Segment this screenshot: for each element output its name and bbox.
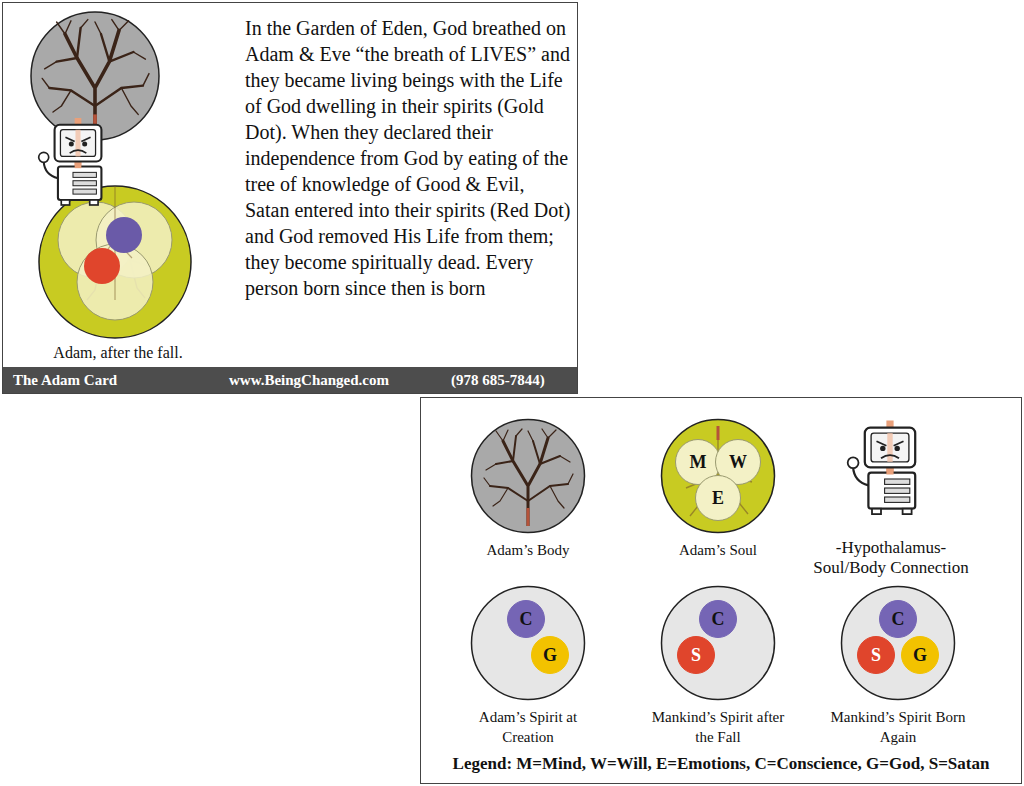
caption: Adam, after the fall.: [23, 343, 213, 362]
legend-text: Legend: M=Mind, W=Will, E=Emotions, C=Co…: [453, 754, 990, 774]
letter: S: [856, 635, 896, 675]
card: In the Garden of Eden, God breathed on A…: [2, 2, 578, 394]
letter: G: [900, 635, 940, 675]
spirit-circle: Mankind’s Spirit after the FallCS: [660, 585, 776, 701]
body-circle-outline: [470, 418, 586, 534]
footer-text: The Adam Card: [13, 370, 117, 390]
circle-label: Mankind’s Spirit after the Fall: [650, 707, 786, 747]
body-text: In the Garden of Eden, God breathed on A…: [245, 15, 571, 301]
letter: C: [878, 599, 918, 639]
card: Legend: M=Mind, W=Will, E=Emotions, C=Co…: [420, 397, 1022, 784]
letter: E: [694, 474, 742, 522]
letter: C: [698, 599, 738, 639]
letter: M: [674, 438, 722, 486]
footer-text: (978 685-7844): [451, 370, 545, 390]
letter: S: [676, 635, 716, 675]
conscience-dot: C: [506, 599, 546, 639]
circle-label: Adam’s Soul: [648, 540, 788, 560]
body-circle: Adam’s Body: [470, 418, 586, 534]
circle-label: Adam’s Body: [458, 540, 598, 560]
satan-dot: S: [856, 635, 896, 675]
letter: C: [506, 599, 546, 639]
conscience-dot: C: [878, 599, 918, 639]
soul-circle: Adam’s SoulMWE: [660, 418, 776, 534]
soul-part-circle: E: [694, 474, 742, 522]
soul-part-circle: W: [714, 438, 762, 486]
letter: G: [530, 635, 570, 675]
satan-dot: S: [676, 635, 716, 675]
adam-after-fall-figure: [31, 12, 191, 338]
spirit-circle: Adam’s Spirit at CreationCG: [470, 585, 586, 701]
figure-label: -Hypothalamus- Soul/Body Connection: [811, 538, 971, 578]
circle-label: Mankind’s Spirit Born Again: [830, 707, 966, 747]
circle-label: Adam’s Spirit at Creation: [474, 707, 582, 747]
soul-part-circle: M: [674, 438, 722, 486]
footer-text: www.BeingChanged.com: [229, 370, 389, 390]
letter: W: [714, 438, 762, 486]
conscience-dot: C: [698, 599, 738, 639]
hypothalamus-figure: [848, 421, 916, 515]
footer-band: The Adam Card www.BeingChanged.com (978 68…: [3, 367, 577, 393]
god-dot: G: [900, 635, 940, 675]
god-dot: G: [530, 635, 570, 675]
spirit-circle: Mankind’s Spirit Born AgainCSG: [840, 585, 956, 701]
